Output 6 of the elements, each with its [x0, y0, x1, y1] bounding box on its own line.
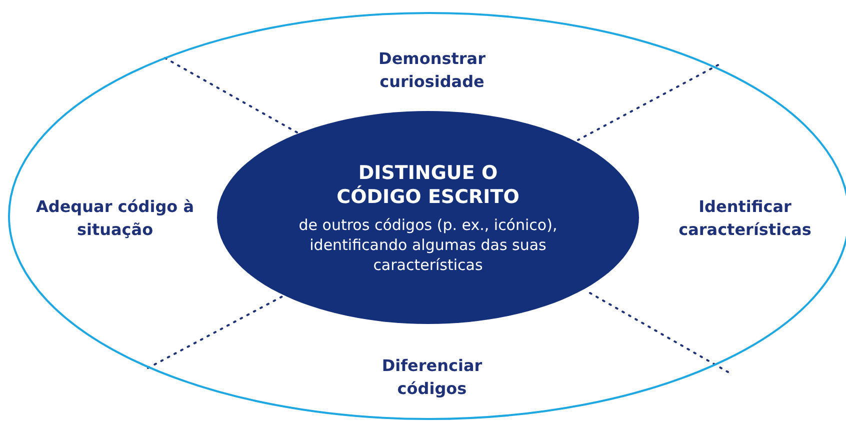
- segment-label: Diferenciar códigos: [380, 355, 484, 400]
- description-text: de outros códigos (p. ex., icónico), identificando algumas das suas características: [298, 214, 558, 274]
- segment-label: Demonstrar curiosidade: [378, 48, 486, 93]
- segment-label: Identificar características: [678, 196, 812, 241]
- title-text: DISTINGUE O CÓDIGO ESCRITO: [336, 160, 520, 208]
- segment-label: Adequar código à situação: [34, 196, 195, 241]
